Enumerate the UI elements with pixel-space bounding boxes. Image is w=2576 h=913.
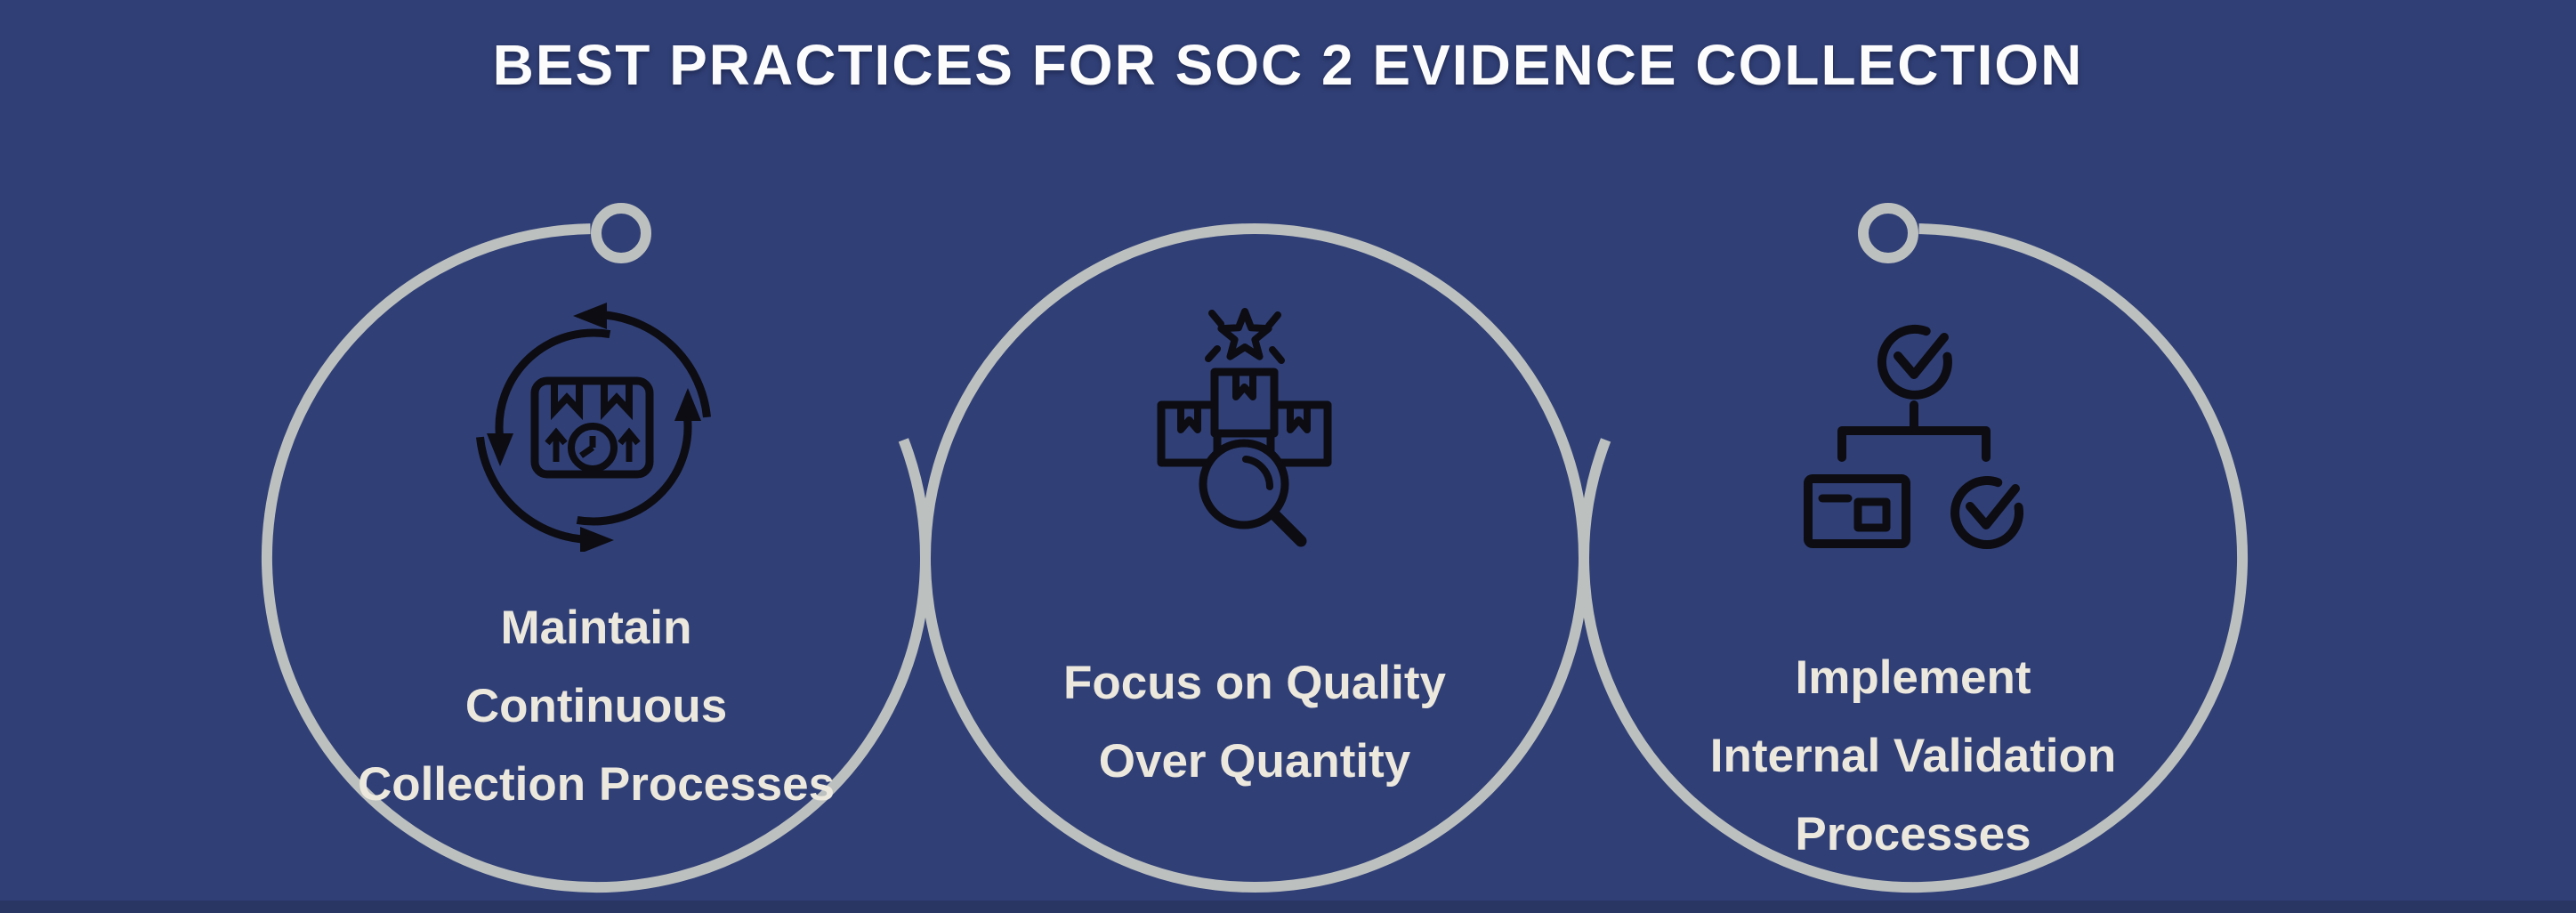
bottom-accent-strip [0,901,2576,913]
page-title: BEST PRACTICES FOR SOC 2 EVIDENCE COLLEC… [492,33,2084,97]
circle-3-top-ring [1858,203,1918,263]
item-1-caption: Maintain Continuous Collection Processes [258,589,934,824]
item-1-caption-line: Collection Processes [357,758,836,811]
quality-magnifier-boxes-icon [1157,308,1332,547]
continuous-cycle-package-icon [476,303,711,552]
circle-1-top-ring [591,203,651,263]
item-1-caption-line: Maintain [500,602,692,654]
circle-3-arc [1579,223,2249,893]
item-3-caption-line: Implement [1795,651,2031,704]
circle-1-arc [261,223,931,893]
item-3-caption-line: Internal Validation [1709,730,2117,782]
item-2-caption-line: Focus on Quality [1063,657,1446,709]
item-3-caption: Implement Internal Validation Processes [1575,639,2251,874]
validation-flowchart-checks-icon [1804,324,2024,550]
item-1-caption-line: Continuous [464,680,728,732]
item-2-caption-line: Over Quantity [1098,735,1411,788]
item-3-caption-line: Processes [1795,808,2031,860]
item-2-caption: Focus on Quality Over Quantity [917,644,1593,801]
